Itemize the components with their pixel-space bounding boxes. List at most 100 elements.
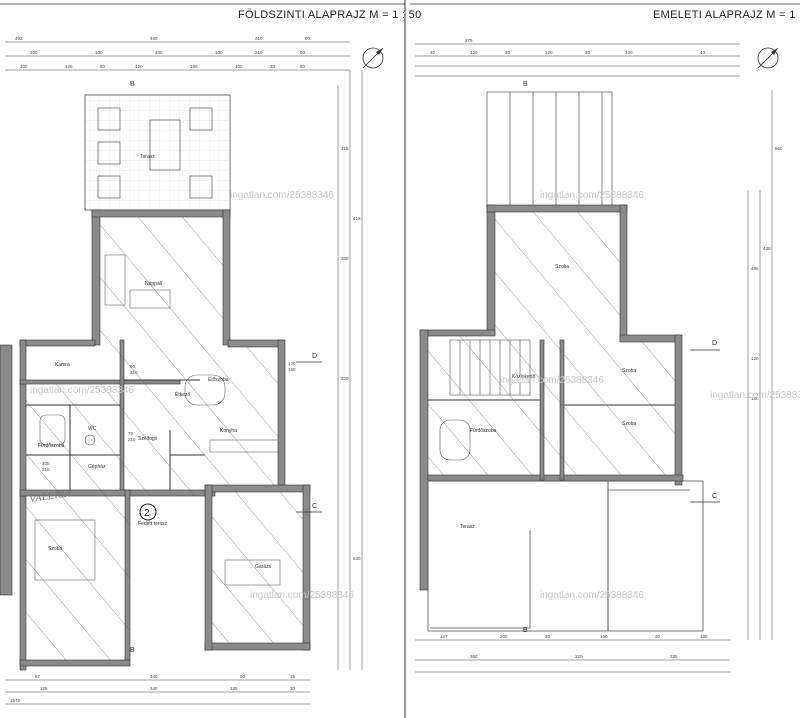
dimension-label: 200	[500, 634, 508, 639]
dimension-label: 30	[655, 634, 661, 639]
dimension-label: 137	[440, 634, 448, 639]
dimension-label: 100	[95, 50, 103, 55]
dimension-label: 150	[288, 367, 296, 372]
watermark-3: ingatlan.com/25388346	[250, 590, 354, 601]
dimension-label: 40	[430, 50, 436, 55]
dimension-label: 30	[585, 50, 591, 55]
dimension-label: 100	[42, 461, 50, 466]
dimension-label: 120	[288, 361, 296, 366]
upper-room-terrace: Terasz	[460, 524, 475, 530]
dimension-label: 90	[130, 364, 136, 369]
section-mark-b-ground-bottom: B	[130, 647, 135, 654]
upper-floor-title: EMELETI ALAPRAJZ M = 1 : 50	[653, 9, 800, 21]
upper-floor-plan: 275 40 120 30 120 30 130 40 137 200 30 1…	[415, 38, 800, 673]
dimension-label: 1572	[10, 698, 21, 703]
section-mark-b-upper-bottom: B	[523, 627, 528, 634]
ground-room-dining: Étkező	[175, 391, 191, 398]
ground-room-garage: Garázs	[255, 564, 272, 570]
dimension-label: 430	[763, 246, 771, 251]
dimension-label: 120	[751, 356, 759, 361]
north-arrow-upper	[757, 47, 779, 69]
dimension-label: 360	[470, 654, 478, 659]
ground-room-covered-terrace: Fedett terasz	[138, 521, 168, 527]
dimension-label: 200	[30, 50, 38, 55]
section-mark-b-upper-top: B	[523, 81, 528, 88]
dimension-label: 150	[600, 634, 608, 639]
dimension-label: 30	[270, 64, 276, 69]
dimension-label: 40	[700, 50, 706, 55]
dimension-label: 560	[775, 146, 783, 151]
ground-room-pantry: Kamra	[55, 362, 70, 368]
dimension-label: 235	[670, 654, 678, 659]
dimension-label: 340	[150, 674, 158, 679]
section-mark-b-ground-top: B	[130, 81, 135, 88]
north-arrow-ground	[362, 47, 384, 69]
upper-room-bathroom: Fürdőszoba	[470, 428, 497, 434]
dimension-label: 210	[128, 437, 136, 442]
dimension-label: 120	[545, 50, 553, 55]
dimension-label: 489	[751, 266, 759, 271]
watermark-4: ingatlan.com/25388346	[540, 190, 644, 201]
dimension-label: 360	[341, 256, 349, 261]
dimension-label: 125	[65, 64, 73, 69]
dimension-label: 80	[300, 64, 306, 69]
dimension-label: 75	[128, 431, 134, 436]
ground-floor-plan: 492 460 210 90 200 100 330 100 210 90 10…	[0, 36, 384, 705]
dimension-label: 120	[470, 50, 478, 55]
watermark-2: ingatlan.com/25388346	[30, 385, 134, 396]
dimension-label: 135	[230, 686, 238, 691]
dimension-label: 90	[300, 50, 306, 55]
dimension-label: 540	[353, 556, 361, 561]
dimension-label: 125	[40, 686, 48, 691]
watermark-6: ingatlan.com/25388346	[710, 390, 800, 401]
stair-number-circle	[139, 503, 157, 521]
dimension-label: 30	[290, 686, 296, 691]
dimension-label: 492	[15, 36, 23, 41]
dimension-label: 415	[341, 146, 349, 151]
dimension-label: 330	[155, 50, 163, 55]
section-mark-d-ground: D	[312, 353, 317, 360]
dimension-label: 340	[150, 686, 158, 691]
watermark-1: ingatlan.com/25388346	[230, 190, 334, 201]
dimension-label: 57	[35, 674, 41, 679]
ground-room-vestibule: Előszoba	[208, 377, 229, 383]
dimension-label: 220	[575, 654, 583, 659]
dimension-label: 418	[353, 216, 361, 221]
watermark-5: ingatlan.com/25388346	[500, 375, 604, 386]
section-mark-d-upper: D	[712, 340, 717, 347]
dimension-label: 130	[625, 50, 633, 55]
dimension-label: 15	[290, 674, 296, 679]
dimension-label: 90	[240, 674, 246, 679]
dimension-label: 275	[465, 38, 473, 43]
ground-room-wc: WC	[88, 426, 97, 432]
dimension-label: 180	[751, 396, 759, 401]
section-mark-c-upper: C	[712, 493, 717, 500]
upper-room-a: Szoba	[622, 368, 636, 374]
dimension-label: 90	[305, 36, 311, 41]
ground-room-storage: Gépház	[88, 464, 106, 470]
dimension-label: 210	[42, 467, 50, 472]
dimension-label: 210	[255, 36, 263, 41]
dimension-label: 460	[150, 36, 158, 41]
ground-room-bedroom: Szoba	[48, 546, 62, 552]
ground-room-kitchen: Konyha	[220, 428, 237, 434]
dimension-label: 130	[700, 634, 708, 639]
upper-room-big: Szoba	[555, 264, 569, 270]
upper-room-b: Szoba	[622, 421, 636, 427]
dimension-label: 320	[341, 376, 349, 381]
stair-number: 2	[144, 508, 150, 519]
dimension-label: 30	[505, 50, 511, 55]
ground-room-terrace: Terasz	[140, 154, 155, 160]
dimension-label: 120	[135, 64, 143, 69]
dimension-label: 180	[190, 64, 198, 69]
ground-floor-title: FÖLDSZINTI ALAPRAJZ M = 1 : 50	[238, 9, 422, 21]
dimension-label: 30	[545, 634, 551, 639]
dimension-label: 210	[255, 50, 263, 55]
dimension-label: 100	[215, 50, 223, 55]
section-mark-c-ground: C	[312, 503, 317, 510]
upper-room-corridor: Közlekedő	[512, 374, 536, 380]
dimension-label: 100	[20, 64, 28, 69]
ground-room-hall: Szélfogó	[138, 436, 158, 442]
